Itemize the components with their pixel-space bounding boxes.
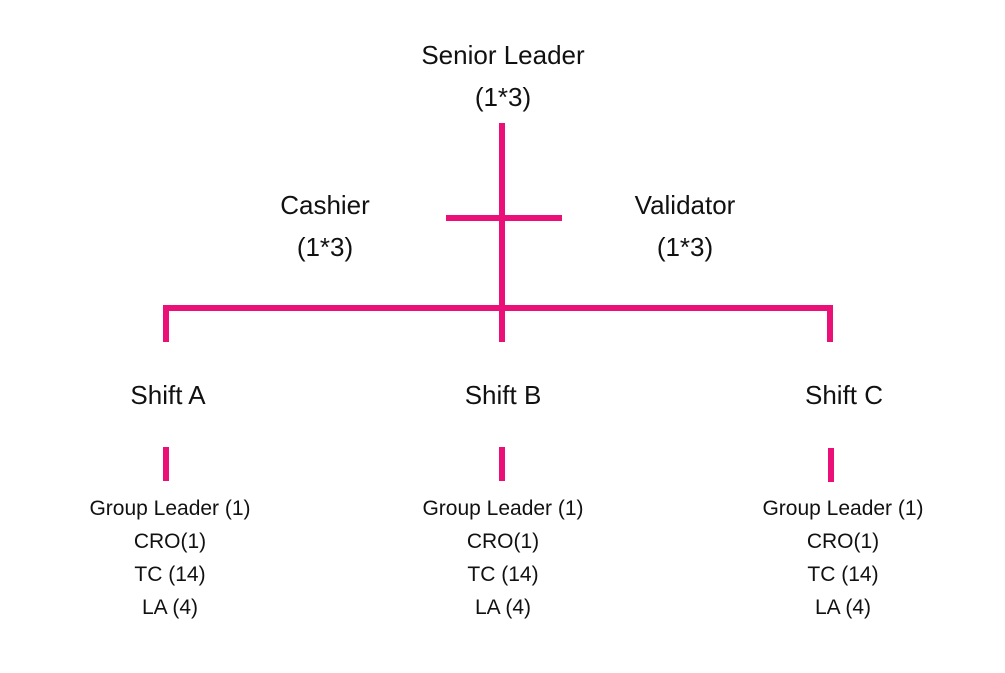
- connector-drop-shift-c: [827, 305, 833, 342]
- node-validator-title: Validator: [634, 190, 736, 220]
- list-item: Group Leader (1): [89, 497, 251, 520]
- list-item: LA (4): [814, 596, 872, 619]
- node-cashier-count: (1*3): [296, 232, 354, 262]
- list-item: CRO(1): [133, 530, 207, 553]
- list-item: TC (14): [134, 563, 206, 586]
- shift-c-member-list: Group Leader (1) CRO(1) TC (14) LA (4): [718, 492, 968, 624]
- list-item: LA (4): [141, 596, 199, 619]
- list-item: LA (4): [474, 596, 532, 619]
- connector-tick-shift-b-members: [499, 447, 505, 481]
- list-item: Group Leader (1): [762, 497, 924, 520]
- list-item: Group Leader (1): [422, 497, 584, 520]
- node-senior-leader-count: (1*3): [474, 82, 532, 112]
- list-item: TC (14): [807, 563, 879, 586]
- list-item: CRO(1): [806, 530, 880, 553]
- connector-drop-shift-a: [163, 305, 169, 342]
- node-shift-b-label: Shift B: [464, 380, 542, 410]
- shift-b-member-list: Group Leader (1) CRO(1) TC (14) LA (4): [378, 492, 628, 624]
- node-validator: Validator (1*3): [585, 184, 785, 268]
- node-cashier-title: Cashier: [280, 190, 370, 220]
- connector-cashier-validator-crossbar: [446, 215, 562, 221]
- node-shift-c-label: Shift C: [804, 380, 884, 410]
- node-senior-leader: Senior Leader (1*3): [353, 34, 653, 118]
- list-item: TC (14): [467, 563, 539, 586]
- list-item: CRO(1): [466, 530, 540, 553]
- connector-tick-shift-a-members: [163, 447, 169, 481]
- node-cashier: Cashier (1*3): [225, 184, 425, 268]
- node-shift-a-label: Shift A: [130, 380, 206, 410]
- node-validator-count: (1*3): [656, 232, 714, 262]
- connector-tick-shift-c-members: [828, 448, 834, 482]
- connector-senior-to-hub-line: [499, 123, 505, 342]
- node-senior-leader-title: Senior Leader: [421, 40, 585, 70]
- connector-shifts-horizontal-line: [163, 305, 833, 311]
- shift-a-member-list: Group Leader (1) CRO(1) TC (14) LA (4): [45, 492, 295, 624]
